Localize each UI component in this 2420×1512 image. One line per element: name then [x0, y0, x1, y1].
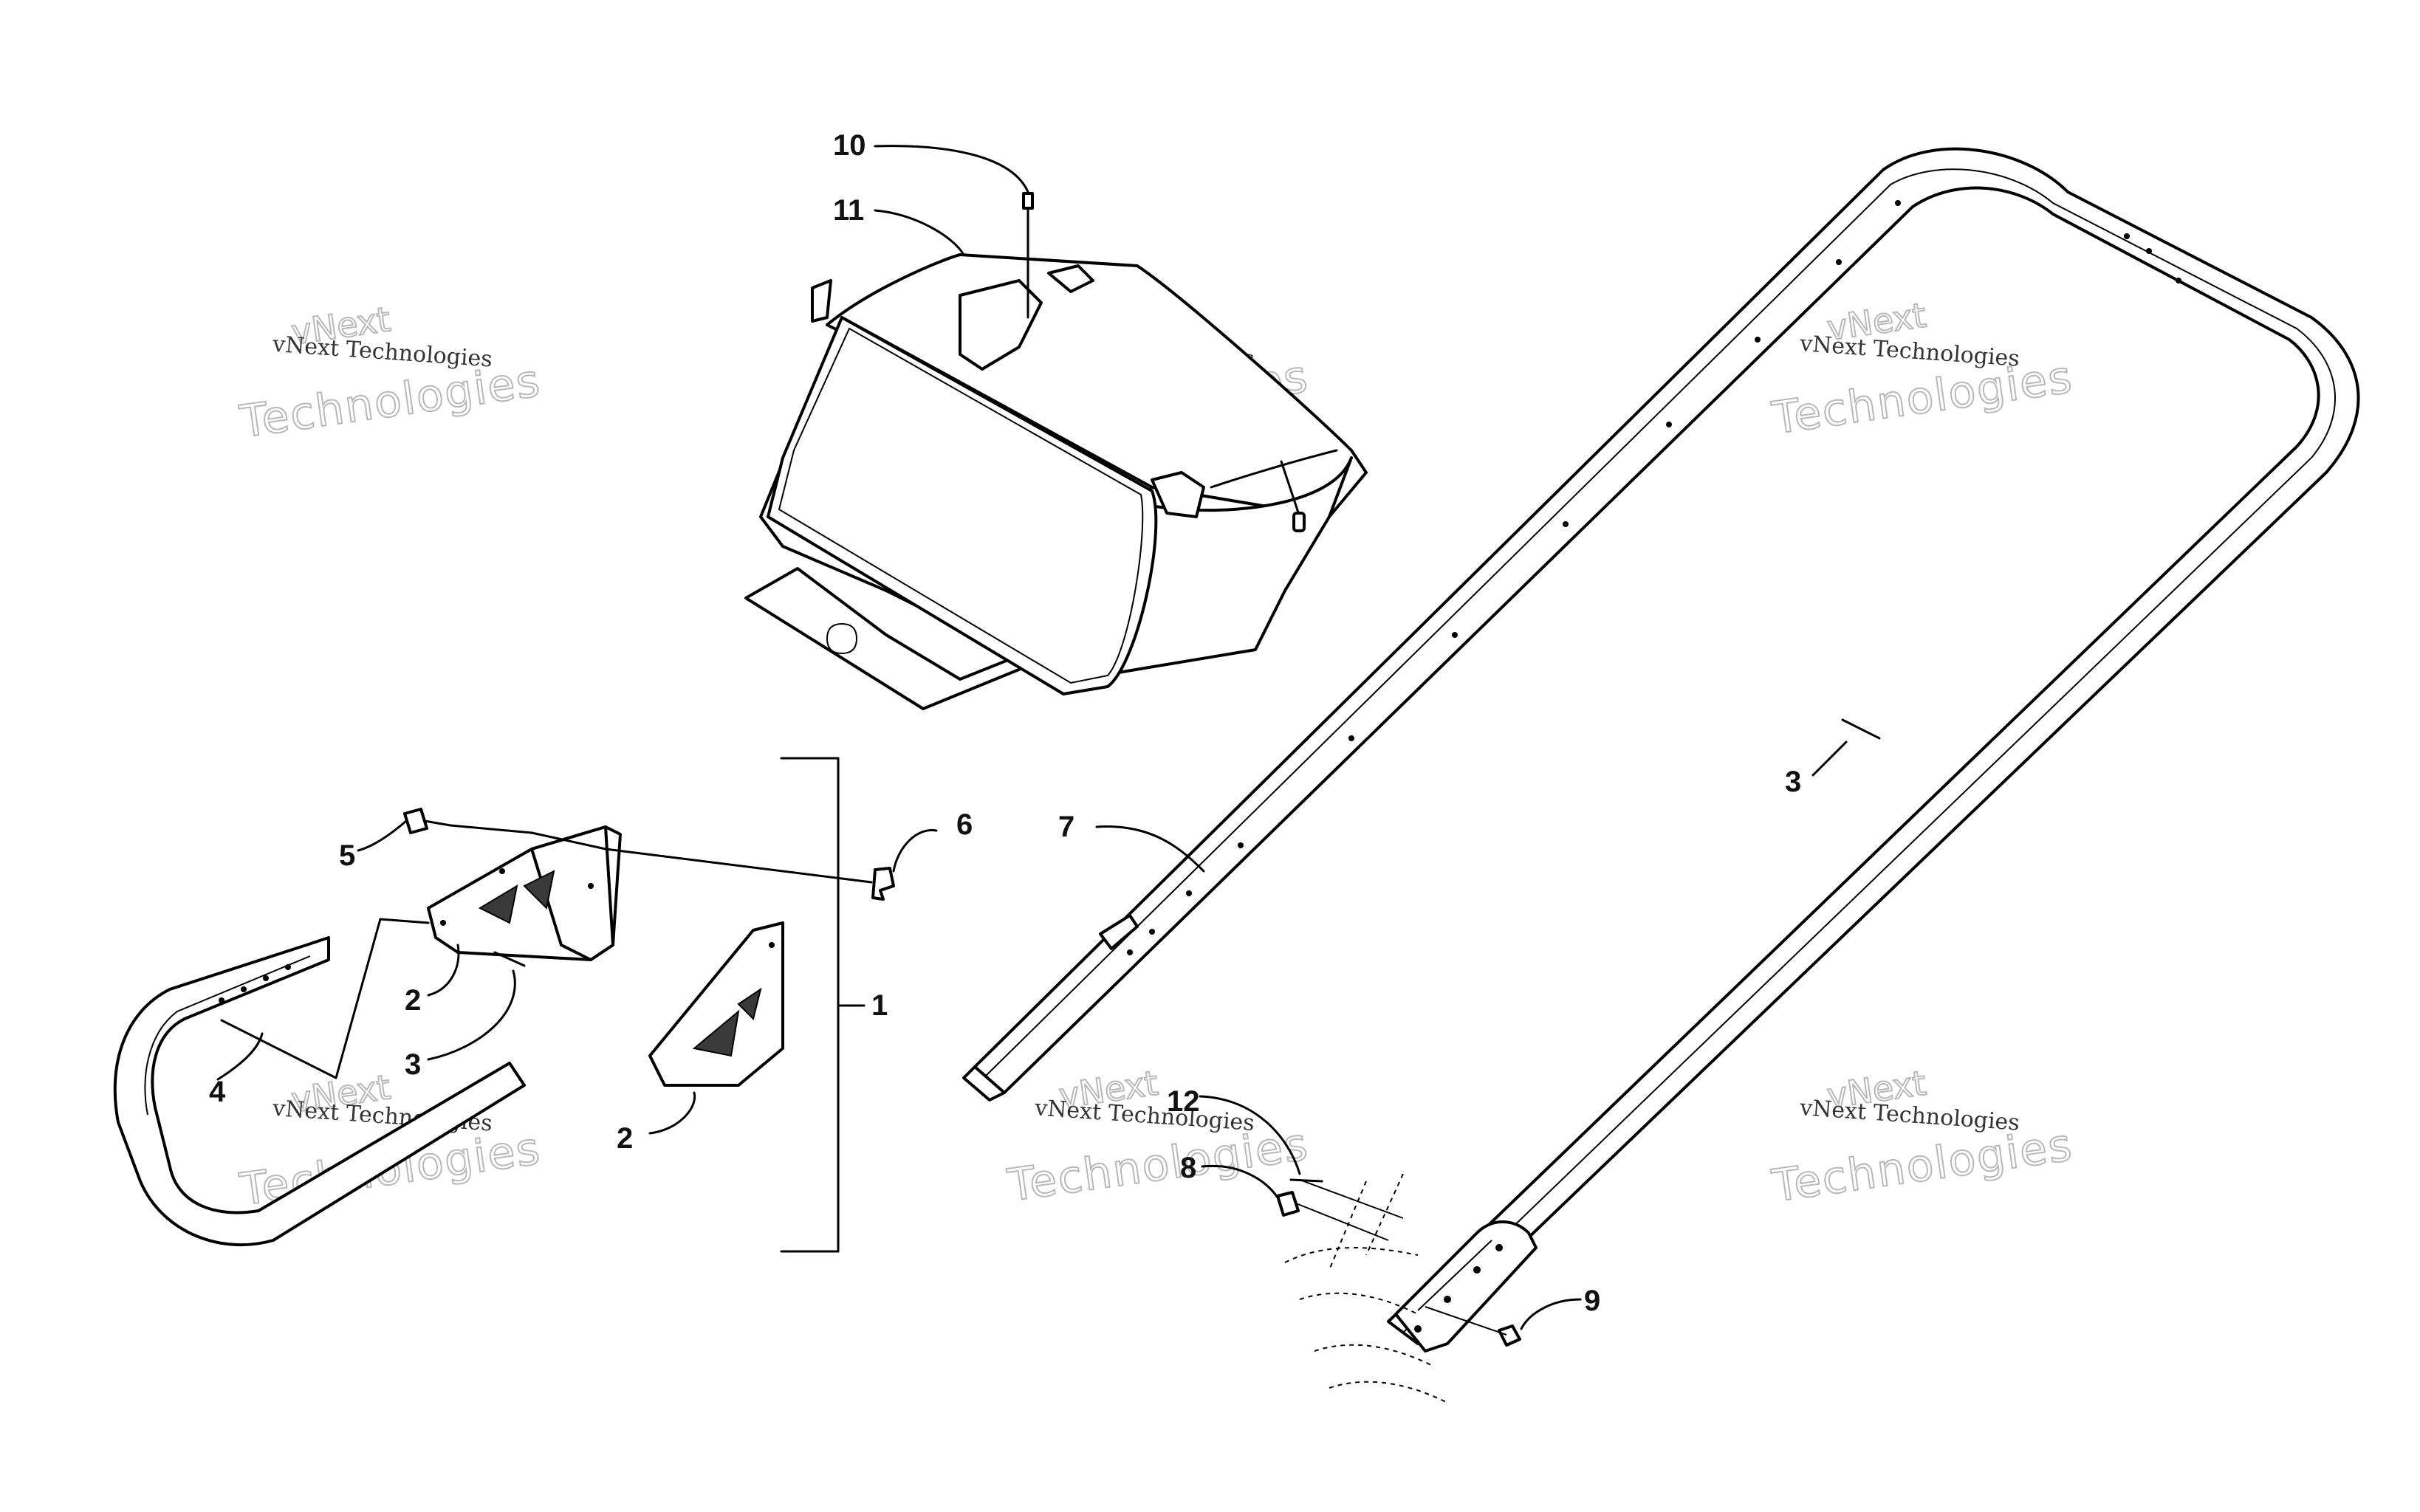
- leader-lines: [216, 145, 1848, 1336]
- callout-8: 8: [1180, 1152, 1196, 1184]
- callout-labels: 10 11 7 3 6 5 2 3 1 4 2 12 8 9: [209, 129, 1801, 1317]
- bolt-5: [403, 808, 452, 834]
- callout-11: 11: [833, 194, 864, 227]
- callout-3-right: 3: [1785, 766, 1801, 798]
- body-section-ghost: [1284, 1173, 1448, 1403]
- callout-2-upper: 2: [405, 984, 421, 1017]
- callout-12: 12: [1167, 1085, 1200, 1118]
- callout-3-left: 3: [405, 1048, 421, 1081]
- watermark-bottom-text: Technologies: [236, 355, 544, 448]
- callout-5: 5: [339, 839, 355, 872]
- callout-2-lower: 2: [617, 1122, 633, 1155]
- callout-6: 6: [956, 808, 973, 841]
- watermark-bottom-text: Technologies: [1769, 351, 2076, 444]
- frame-holes: [1127, 200, 2181, 955]
- callout-4: 4: [209, 1076, 226, 1108]
- left-bracket-assembly: [113, 718, 1881, 1347]
- rear-frame-bumper: [962, 147, 2360, 1353]
- watermark-bottom-text: Technologies: [1004, 1118, 1312, 1212]
- watermark-bottom-text: Technologies: [1769, 1119, 2076, 1212]
- callout-10: 10: [833, 129, 866, 162]
- storage-bag: [744, 192, 1368, 710]
- callout-9: 9: [1584, 1285, 1600, 1317]
- callout-7: 7: [1058, 811, 1074, 843]
- callout-1: 1: [871, 989, 888, 1022]
